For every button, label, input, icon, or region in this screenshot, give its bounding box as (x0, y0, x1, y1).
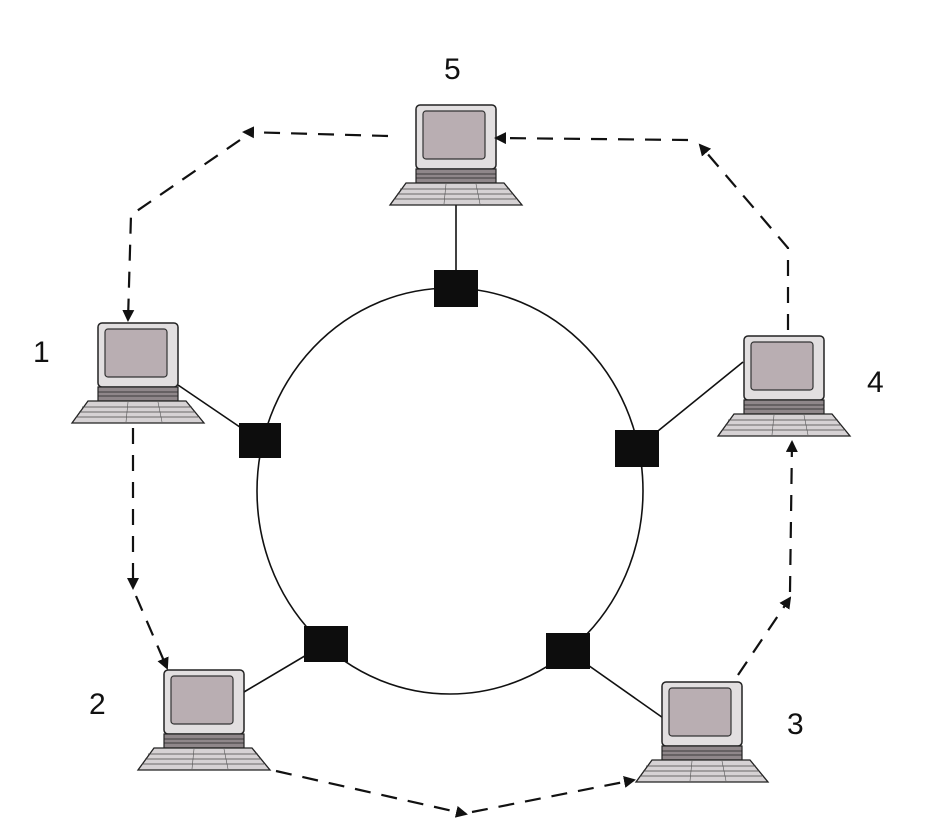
node-label-2: 2 (89, 688, 106, 721)
ring-connector-4 (615, 430, 659, 467)
ring-connector-5 (434, 270, 478, 307)
node-label-3: 3 (787, 708, 804, 741)
flow-arrow-3-to-4b (785, 440, 798, 593)
flow-arrow-3-to-4a (737, 596, 792, 676)
ring-connector-2 (304, 626, 348, 662)
flow-arrow-4-to-5a (698, 143, 790, 330)
computer-1-icon (71, 322, 205, 424)
ring-connector-1 (239, 423, 281, 458)
flow-arrow-1-to-2b (134, 595, 169, 670)
computer-2-icon (137, 669, 271, 771)
ring-connectors (239, 270, 659, 669)
flow-arrow-5-to-1b (122, 139, 241, 322)
computer-5-icon (389, 104, 523, 206)
node-label-4: 4 (867, 366, 884, 399)
flow-arrow-5-to-1a (242, 126, 389, 139)
computer-4-icon (717, 335, 851, 437)
token-flow-path (122, 126, 798, 818)
flow-arrow-4-to-5b (494, 132, 689, 145)
flow-arrow-2-to-3b (471, 776, 636, 814)
node-label-1: 1 (33, 336, 50, 369)
computer-3-icon (635, 681, 769, 783)
node-label-5: 5 (444, 53, 461, 86)
flow-arrow-2-to-3a (275, 769, 468, 818)
ring-connector-3 (546, 633, 590, 669)
